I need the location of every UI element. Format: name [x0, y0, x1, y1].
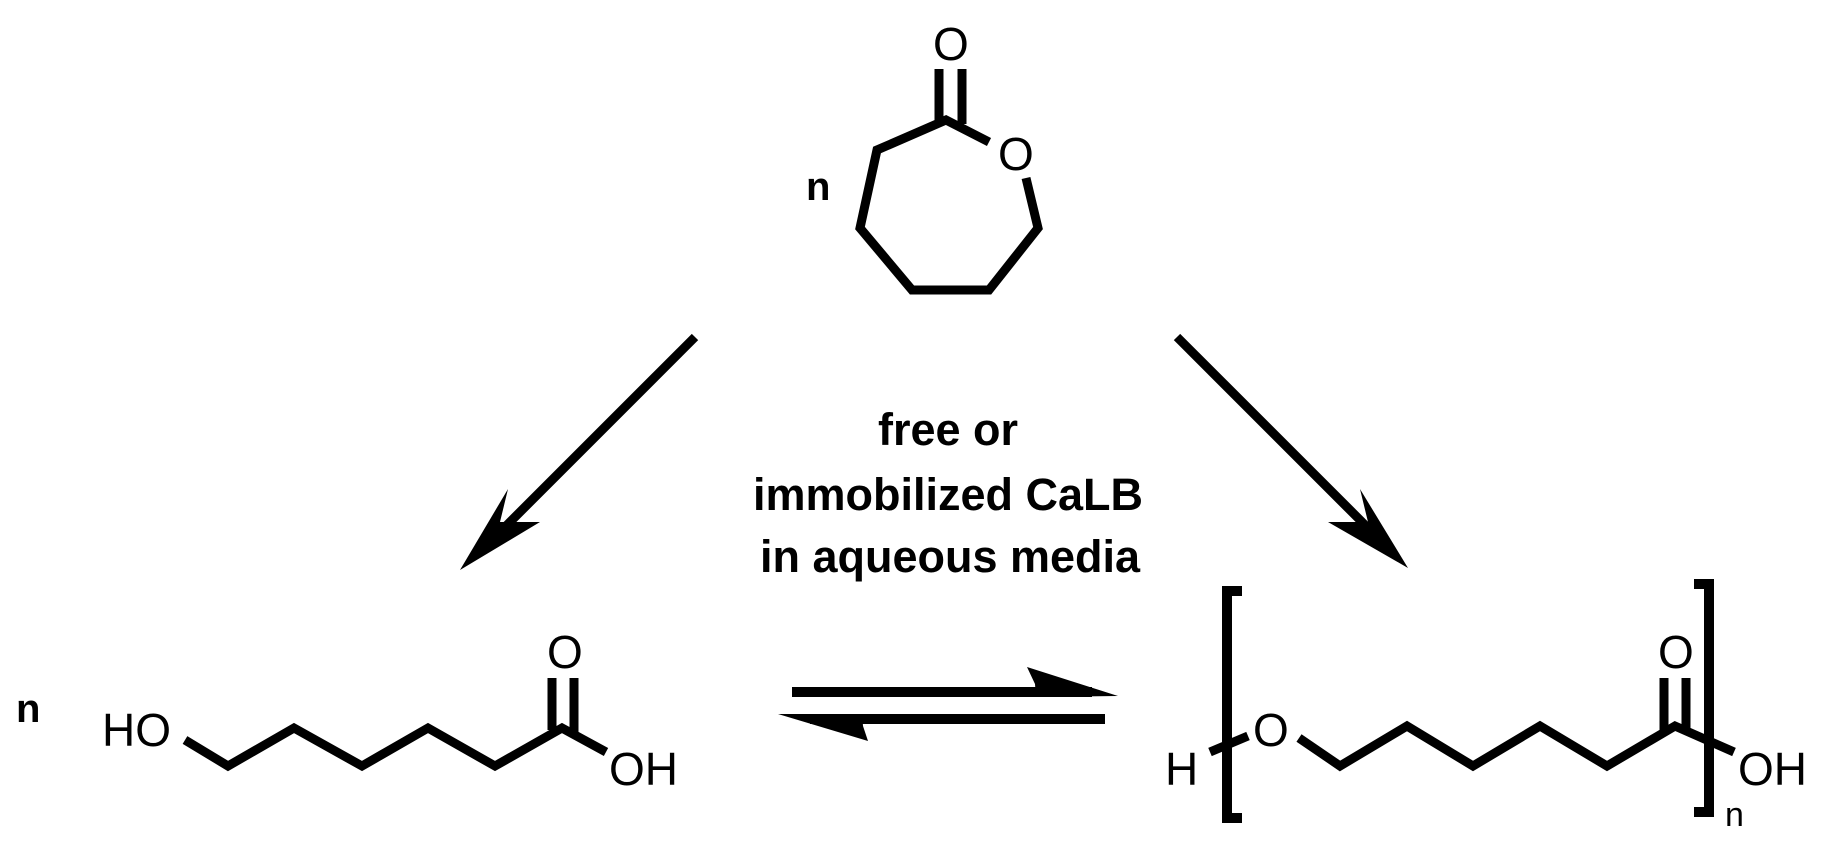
acid-hydroxyl: OH — [609, 743, 678, 795]
conditions-line-1: free or — [878, 404, 1018, 455]
repeat-subscript: n — [1725, 796, 1744, 834]
end-group-hydrogen: H — [1165, 743, 1198, 795]
end-group-hydroxyl: OH — [1738, 743, 1807, 795]
conditions-line-2: immobilized CaLB — [753, 469, 1143, 520]
carbon-chain — [182, 722, 609, 772]
reaction-arrow-down-left — [460, 333, 699, 570]
half-arrowhead-icon — [778, 714, 868, 741]
ring-oxygen: O — [998, 128, 1034, 180]
repeat-bracket-left — [1222, 586, 1242, 823]
arrowhead-icon — [460, 489, 540, 570]
half-arrowhead-icon — [1027, 667, 1118, 697]
carbon-chain — [1296, 720, 1736, 772]
ester-oxygen: O — [1253, 704, 1289, 756]
product-coefficient: n — [16, 687, 40, 731]
reaction-arrow-down-right — [1173, 333, 1408, 568]
carbonyl-oxygen: O — [1658, 626, 1694, 678]
carbonyl-oxygen: O — [933, 18, 969, 70]
ring-bonds — [855, 115, 1043, 295]
hydroxyl-label: HO — [102, 704, 171, 756]
conditions-line-3: in aqueous media — [760, 531, 1141, 582]
repeat-bracket-right — [1694, 579, 1714, 817]
arrowhead-icon — [1328, 489, 1408, 568]
product-polycaprolactone: H O O OH n — [1165, 579, 1807, 834]
reactant-caprolactone: n O O — [806, 18, 1043, 295]
reactant-coefficient: n — [806, 165, 830, 209]
equilibrium-arrows — [778, 667, 1118, 741]
reaction-conditions: free or immobilized CaLB in aqueous medi… — [753, 404, 1143, 582]
product-hydroxyhexanoic-acid: n HO O OH — [16, 626, 678, 795]
carbonyl-oxygen: O — [547, 626, 583, 678]
h-o-bond — [1208, 731, 1250, 757]
